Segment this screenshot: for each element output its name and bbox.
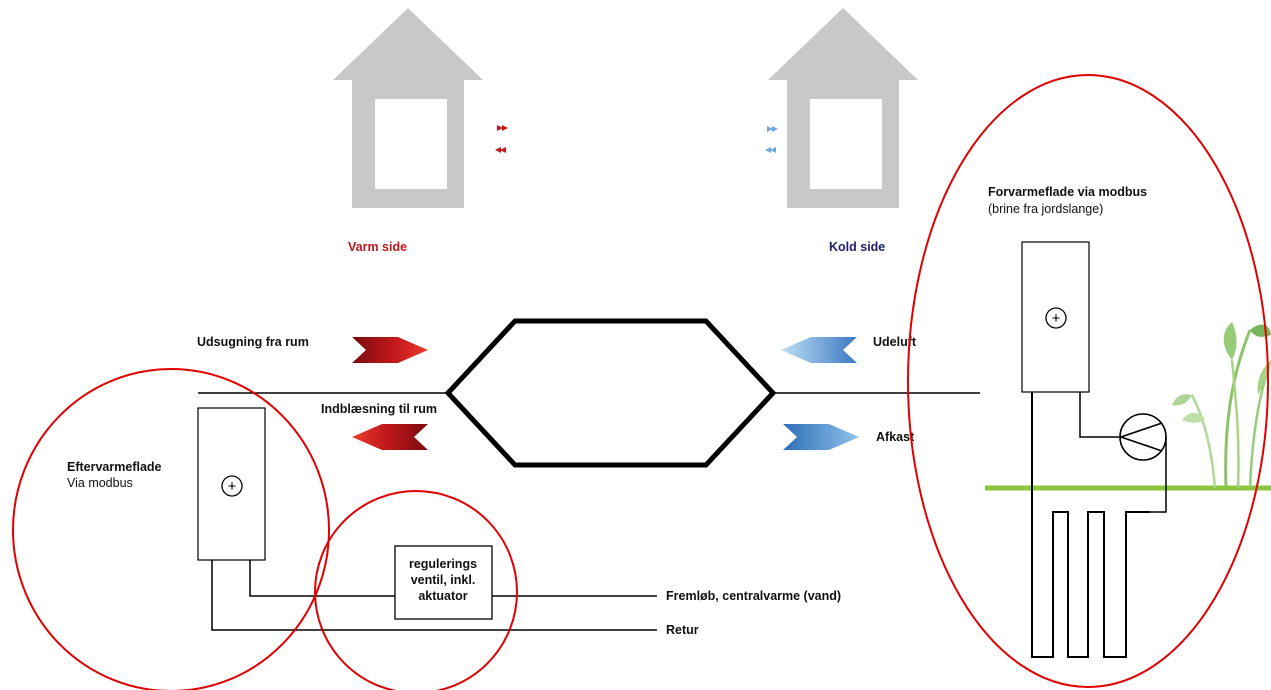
highlight-preheater xyxy=(907,74,1269,688)
flow-label: Fremløb, centralvarme (vand) xyxy=(666,589,841,603)
plant-icon xyxy=(1172,322,1271,489)
pump-pipe-in xyxy=(1079,392,1119,438)
preheater-plus-icon xyxy=(1045,307,1067,329)
valve-label-line2: ventil, inkl. xyxy=(411,573,476,587)
regulating-valve: regulerings ventil, inkl. aktuator xyxy=(394,545,493,620)
ground-loop-pipe xyxy=(1031,392,1150,658)
reheater-title: Eftervarmeflade xyxy=(67,460,162,474)
house-warm-icon xyxy=(333,8,483,208)
cold-small-arrows-icon xyxy=(765,126,778,153)
exhaust-label: Afkast xyxy=(876,430,915,444)
reheater-plus-symbol: + xyxy=(228,478,237,495)
valve-label-line1: regulerings xyxy=(409,557,477,571)
highlight-valve xyxy=(314,490,518,690)
highlight-reheater xyxy=(12,368,330,690)
outdoor-air-arrow-icon xyxy=(781,337,857,363)
preheater-subtitle: (brine fra jordslange) xyxy=(988,202,1103,216)
supply-arrow-icon xyxy=(352,424,428,450)
supply-to-room-label: Indblæsning til rum xyxy=(321,402,437,416)
flow-pipe-left xyxy=(249,560,395,597)
reheater-plus-icon xyxy=(221,475,243,497)
warm-side-label: Varm side xyxy=(348,240,407,254)
cold-side-label: Kold side xyxy=(829,240,885,254)
pump-pipe-out xyxy=(1150,437,1167,513)
preheater-plus-symbol: + xyxy=(1052,310,1061,327)
extract-arrow-icon xyxy=(352,337,428,363)
house-cold-icon xyxy=(768,8,918,208)
preheater-coil: + xyxy=(1021,241,1090,393)
reheater-subtitle: Via modbus xyxy=(67,476,133,490)
warm-small-arrows-icon xyxy=(495,125,508,153)
extract-from-room-label: Udsugning fra rum xyxy=(197,335,309,349)
pump-icon xyxy=(1118,413,1167,461)
valve-label-line3: aktuator xyxy=(418,589,467,603)
preheater-title: Forvarmeflade via modbus xyxy=(988,185,1147,199)
exhaust-arrow-icon xyxy=(783,424,859,450)
outdoor-air-label: Udeluft xyxy=(873,335,917,349)
reheater-coil: + xyxy=(197,407,266,561)
return-label: Retur xyxy=(666,623,699,637)
heat-exchanger-icon xyxy=(444,318,777,468)
